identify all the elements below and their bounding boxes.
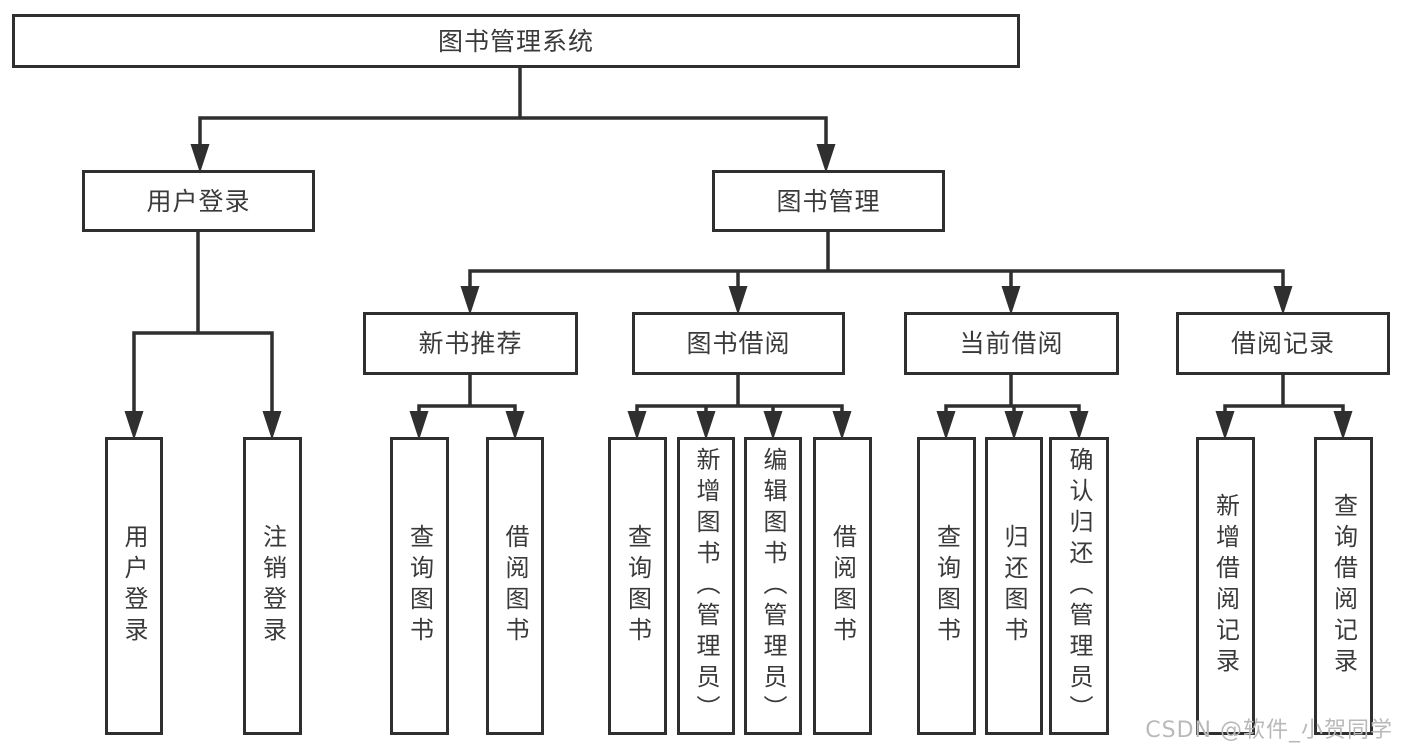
arrow-icon <box>1069 411 1089 440</box>
arrow-icon <box>190 144 210 173</box>
arrow-icon <box>936 411 956 440</box>
arrow-icon <box>124 411 144 440</box>
leaf-add-books-admin: 新增图书（管理员） <box>677 437 735 735</box>
leaf-borrow-books-recommend: 借阅图书 <box>486 437 544 735</box>
leaf-confirm-return-admin: 确认归还（管理员） <box>1049 437 1109 735</box>
arrow-icon <box>816 144 836 173</box>
node-book-management: 图书管理 <box>712 170 945 232</box>
arrow-icon <box>262 411 282 440</box>
node-borrowing-records: 借阅记录 <box>1176 312 1390 375</box>
arrow-icon <box>1333 411 1353 440</box>
node-user-login: 用户登录 <box>82 170 315 232</box>
arrow-icon <box>696 411 716 440</box>
node-book-borrowing: 图书借阅 <box>632 312 845 375</box>
arrow-icon <box>460 286 480 315</box>
arrow-icon <box>763 411 783 440</box>
arrow-icon <box>1004 411 1024 440</box>
leaf-edit-books-admin: 编辑图书（管理员） <box>744 437 802 735</box>
node-current-borrowing: 当前借阅 <box>904 312 1119 375</box>
leaf-borrow-books-borrowing: 借阅图书 <box>813 437 872 735</box>
leaf-query-books-borrowing: 查询图书 <box>608 437 667 735</box>
arrow-icon <box>627 411 647 440</box>
leaf-add-borrow-record: 新增借阅记录 <box>1196 437 1255 735</box>
leaf-query-borrow-record: 查询借阅记录 <box>1314 437 1373 735</box>
leaf-query-books-current: 查询图书 <box>917 437 976 735</box>
node-library-management-system: 图书管理系统 <box>12 14 1020 68</box>
arrow-icon <box>1215 411 1235 440</box>
node-new-book-recommendation: 新书推荐 <box>363 312 578 375</box>
leaf-query-books-recommend: 查询图书 <box>390 437 449 735</box>
arrow-icon <box>728 286 748 315</box>
leaf-user-login: 用户登录 <box>105 437 163 735</box>
arrow-icon <box>1273 286 1293 315</box>
arrow-icon <box>832 411 852 440</box>
arrow-icon <box>505 411 525 440</box>
leaf-logout: 注销登录 <box>243 437 302 735</box>
leaf-return-books: 归还图书 <box>985 437 1043 735</box>
arrow-icon <box>1001 286 1021 315</box>
arrow-icon <box>409 411 429 440</box>
csdn-watermark: CSDN @软件_小贺同学 <box>1145 718 1393 743</box>
arrowheads <box>124 144 1353 440</box>
